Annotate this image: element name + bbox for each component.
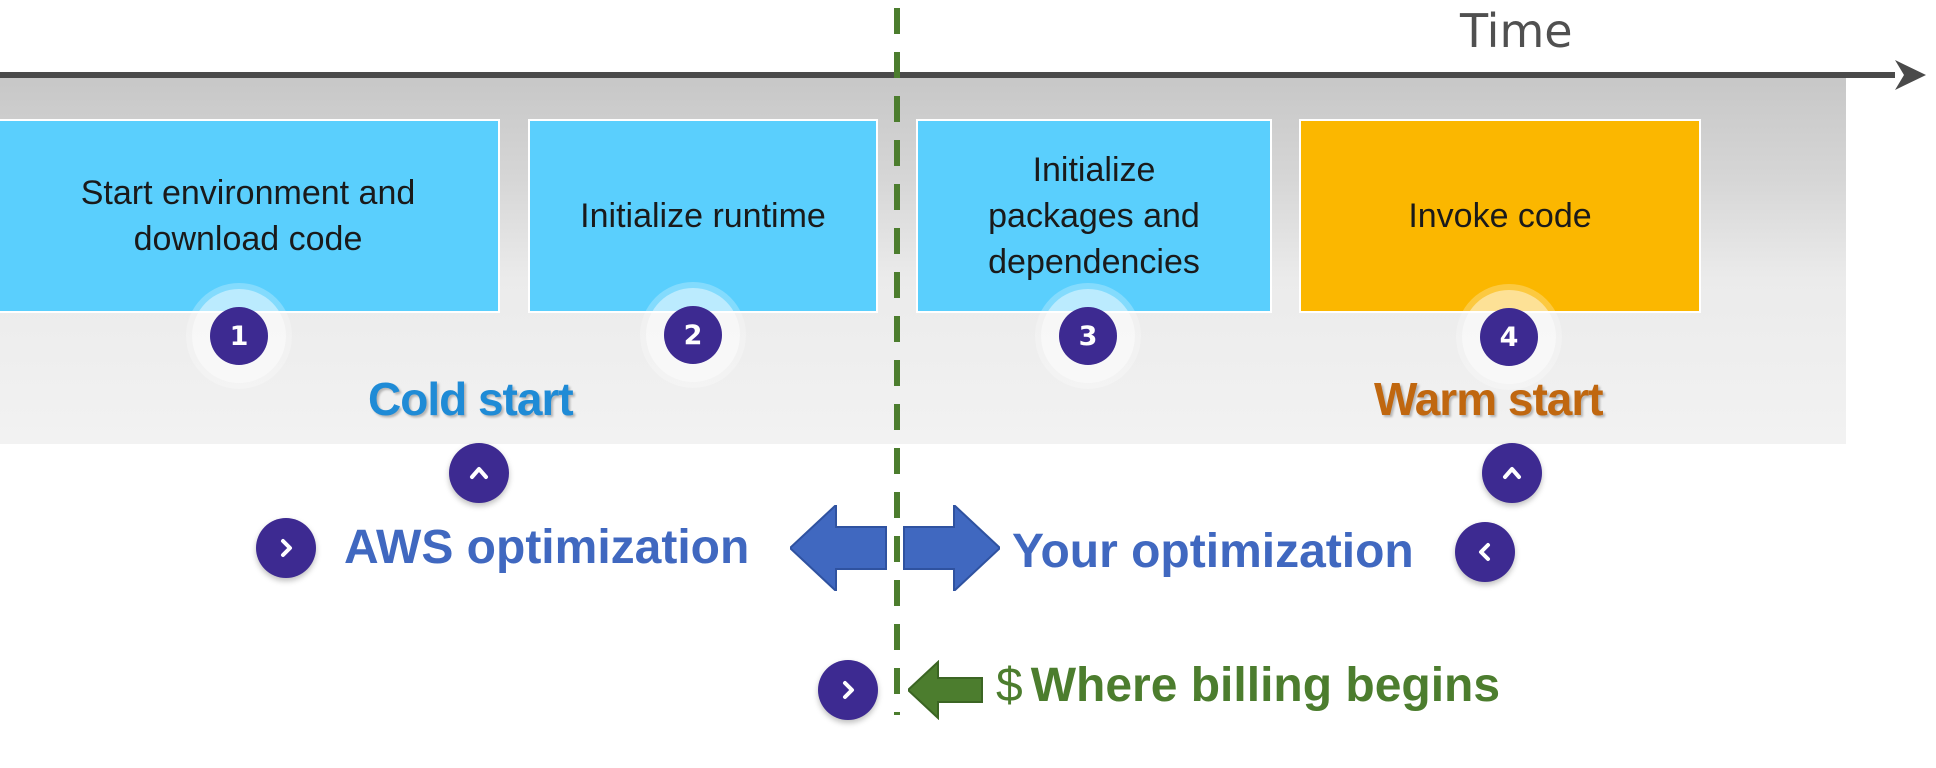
cold-start-expand-button[interactable] — [449, 443, 509, 503]
step-box-initialize-runtime: Initialize runtime — [528, 119, 878, 313]
chevron-up-icon — [470, 467, 488, 479]
chevron-right-icon — [843, 681, 854, 699]
chevron-right-icon — [281, 539, 292, 557]
chevron-up-icon — [1503, 467, 1521, 479]
step-badge-4: 4 — [1480, 308, 1538, 366]
time-axis-arrow — [0, 60, 1926, 90]
billing-text: Where billing begins — [1030, 659, 1501, 712]
billing-divider-line — [894, 8, 900, 715]
chevron-left-icon — [1479, 543, 1490, 561]
optimization-arrows — [790, 505, 1000, 591]
step-badge-1: 1 — [210, 307, 268, 365]
aws-optimization-button[interactable] — [256, 518, 316, 578]
billing-label: $Where billing begins — [996, 658, 1500, 713]
step-badge-2: 2 — [664, 306, 722, 364]
time-axis-label: Time — [1460, 4, 1573, 58]
step-label: Initialize packages and dependencies — [988, 151, 1200, 281]
step-box-initialize-packages: Initialize packages and dependencies — [916, 119, 1272, 313]
billing-button[interactable] — [818, 660, 878, 720]
dollar-icon: $ — [996, 659, 1023, 712]
left-arrow-icon — [790, 505, 887, 591]
time-axis-arrowhead — [1895, 60, 1926, 90]
step-box-invoke-code: Invoke code — [1299, 119, 1701, 313]
your-optimization-button[interactable] — [1455, 522, 1515, 582]
warm-start-expand-button[interactable] — [1482, 443, 1542, 503]
right-arrow-icon — [903, 505, 1000, 591]
your-optimization-label: Your optimization — [1012, 525, 1414, 578]
step-badge-3: 3 — [1059, 307, 1117, 365]
step-box-start-environment: Start environment and download code — [0, 119, 500, 313]
step-label: Initialize runtime — [580, 197, 826, 235]
aws-optimization-label: AWS optimization — [344, 521, 750, 574]
step-label: Start environment and download code — [80, 174, 416, 258]
cold-start-label: Cold start — [368, 373, 574, 425]
billing-arrow-icon — [908, 660, 983, 720]
warm-start-label: Warm start — [1374, 373, 1604, 425]
step-label: Invoke code — [1408, 197, 1592, 235]
